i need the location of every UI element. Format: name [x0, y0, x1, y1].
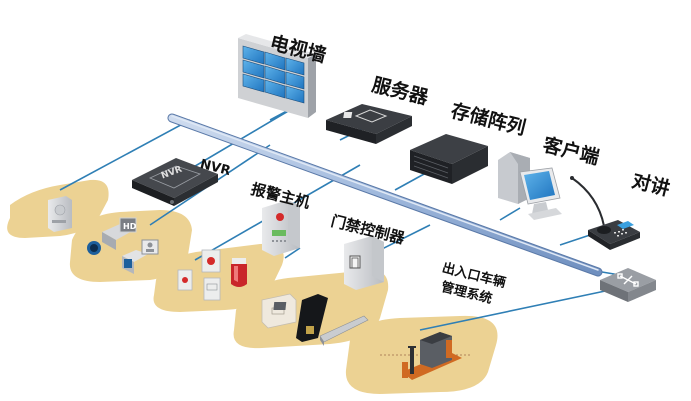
fingerprint-reader-device	[273, 294, 328, 342]
sos-button-device	[203, 277, 221, 301]
parking-barrier-device	[380, 332, 470, 380]
storage-array-device	[410, 134, 488, 184]
hd-badge-text: HD	[123, 222, 137, 231]
strobe-siren-device	[231, 258, 247, 287]
emergency-button-device	[201, 249, 221, 273]
panic-button-device	[177, 269, 193, 291]
video-wall-device	[238, 34, 316, 118]
exit-button-device	[261, 293, 297, 329]
magnetic-lock-device	[319, 315, 369, 346]
door-station-device	[48, 196, 72, 232]
hd-camera-device: HD	[87, 217, 137, 255]
network-backbone-bus	[167, 113, 603, 277]
network-switch-device	[600, 268, 656, 302]
server-device	[326, 104, 412, 144]
face-camera-device	[122, 239, 159, 274]
alarm-host-device	[262, 200, 300, 256]
zone-cameras	[69, 210, 192, 282]
nvr-device	[132, 158, 218, 206]
access-controller-device	[344, 236, 384, 290]
intercom-console-device	[570, 176, 640, 250]
client-workstation-device	[498, 152, 562, 220]
